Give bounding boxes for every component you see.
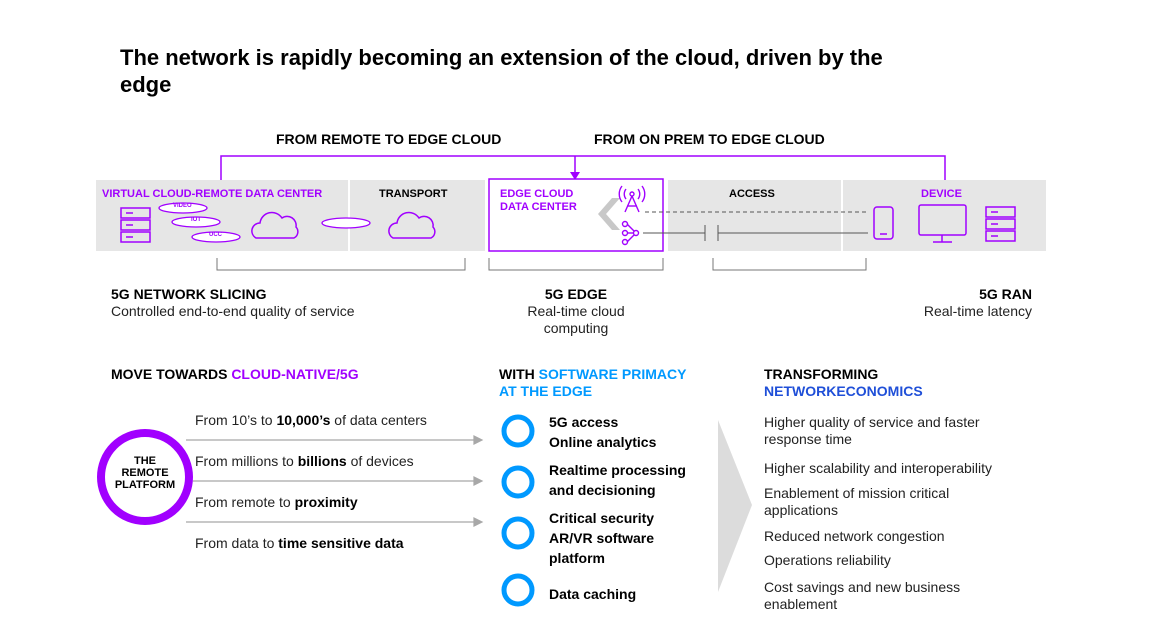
network-node-icon [621,220,640,246]
server-icon [120,207,151,243]
cloud-icon-2 [388,211,436,239]
benefit-item: Reduced network congestion [764,528,945,544]
panel-edge-cloud [488,178,664,252]
chevron-left-icon [598,198,620,230]
big-chevron-right-icon [718,420,752,592]
left-section-heading: MOVE TOWARDS CLOUD-NATIVE/5G [111,366,359,382]
cloud-icon-1 [251,211,299,239]
benefit-item: Higher quality of service and faster res… [764,414,980,447]
disk-label-ucc: UCC [209,232,222,238]
bracket-edge [488,258,664,271]
mid-item: Realtime processing and decisioning [549,462,686,498]
phone-icon [873,206,894,240]
disk-label-video: VIDEO [173,203,192,209]
blue-ring-icons [501,414,535,607]
disk-label-iot: IOT [191,217,201,223]
remote-platform-ring [97,429,193,525]
mid-section-heading: WITH SOFTWARE PRIMACY AT THE EDGE [499,366,687,399]
route-bracket [220,155,946,180]
storage-disks-icon [158,202,241,243]
flow-item: From remote to proximity [195,494,358,510]
benefit-item: Operations reliability [764,552,891,568]
route-label-remote-to-edge: FROM REMOTE TO EDGE CLOUD [276,131,502,147]
edge-subtitle-1: Real-time cloud [527,303,625,319]
benefit-item: Cost savings and new business enablement [764,579,961,612]
flow-arrows [186,435,484,527]
mid-item: Critical security AR/VR software platfor… [549,510,655,566]
route-label-onprem-to-edge: FROM ON PREM TO EDGE CLOUD [594,131,825,147]
route-down-arrow-head [570,172,580,180]
page-title: The network is rapidly becoming an exten… [120,45,883,97]
flow-item: From 10’s to 10,000’s of data centers [195,412,427,428]
segment-virtual-cloud: VIRTUAL CLOUD-REMOTE DATA CENTER [102,188,323,200]
segment-access: ACCESS [729,188,775,200]
antenna-icon [618,185,646,213]
device-server-icon [985,206,1016,242]
ran-subtitle: Real-time latency [923,303,1032,319]
ran-title: 5G RAN [979,286,1032,302]
mid-item: 5G access Online analytics [549,414,657,450]
bracket-slicing [216,258,466,271]
flow-item: From millions to billions of devices [195,453,414,469]
slicing-title: 5G NETWORK SLICING [111,286,267,302]
remote-platform-label: THE REMOTE PLATFORM [114,455,176,491]
benefit-item: Enablement of mission critical applicati… [764,485,950,518]
right-section-heading: TRANSFORMING NETWORKECONOMICS [764,366,923,399]
benefit-item: Higher scalability and interoperability [764,460,993,476]
segment-device: DEVICE [921,188,962,200]
transport-disk-icon [321,217,371,229]
panel-access [668,180,841,251]
edge-title: 5G EDGE [544,286,608,302]
edge-subtitle-2: computing [543,320,609,336]
segment-transport: TRANSPORT [379,188,448,200]
segment-edge-cloud: EDGE CLOUD DATA CENTER [500,188,577,213]
mid-item: Data caching [549,586,637,602]
flow-item: From data to time sensitive data [195,535,404,551]
bracket-ran [712,258,867,271]
monitor-icon [918,204,967,243]
slicing-subtitle: Controlled end-to-end quality of service [111,303,355,319]
